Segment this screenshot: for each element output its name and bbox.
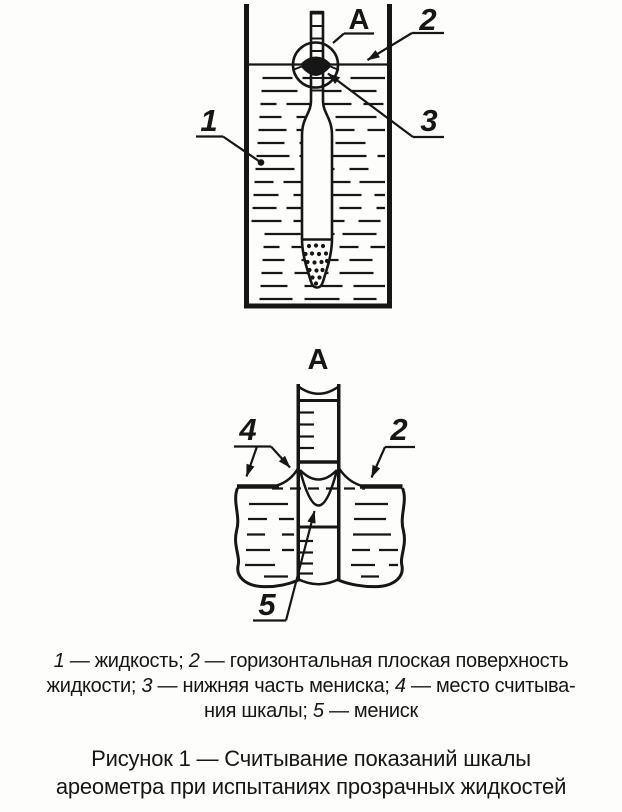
svg-text:1: 1 [200, 103, 217, 138]
detail-view-circle [291, 41, 340, 89]
liquid-hatching-right [351, 502, 398, 578]
stem-scale-ticks [311, 12, 323, 92]
hydrometer-body [300, 10, 334, 289]
callout-5-detail: 5 [253, 510, 316, 622]
svg-text:А: А [349, 4, 370, 36]
callout-2-detail: 2 [370, 412, 415, 478]
meniscus-blob [301, 56, 331, 76]
svg-text:3: 3 [420, 103, 437, 138]
callout-1-top: 1 [196, 103, 265, 166]
liquid-blob-right [338, 487, 406, 589]
caption-line-2: ареометра при испытаниях прозрачных жидк… [55, 774, 567, 799]
callout-3-top: 3 [327, 72, 444, 139]
figure-legend: 1 — жидкость; 2 — горизонтальная плоская… [0, 649, 622, 724]
stem-bottom-break [296, 577, 341, 586]
callout-A-top: А [332, 4, 374, 44]
capillary-wing-left [276, 466, 300, 487]
caption-line-1: Рисунок 1 — Считывание показаний шкалы [91, 746, 531, 771]
liquid-blob-left [234, 487, 299, 589]
stem-top-break [296, 384, 341, 395]
capillary-wing-right [337, 466, 361, 487]
svg-text:5: 5 [258, 587, 276, 622]
svg-text:4: 4 [238, 412, 256, 447]
svg-text:2: 2 [418, 2, 436, 37]
meniscus-upper-arc [299, 469, 338, 481]
liquid-hatching-left [245, 502, 294, 578]
callout-2-top: 2 [366, 2, 444, 61]
detail-scale-ticks-upper [300, 411, 314, 450]
meniscus-lower-arc [298, 469, 339, 507]
ballast-shot-dots [303, 243, 330, 286]
figure-caption: Рисунок 1 — Считывание показаний шкалы а… [0, 745, 622, 801]
stem-fill [300, 384, 338, 582]
detail-view-title: А [308, 344, 329, 376]
legend-line-3: ния шкалы; 5 — мениск [204, 700, 418, 722]
legend-line-2: жидкости; 3 — нижняя часть мениска; 4 — … [46, 675, 576, 697]
svg-text:2: 2 [389, 412, 407, 447]
figure-vessel: А 2 3 1 [196, 2, 444, 309]
figure-hydrometer-diagram: А 2 3 1 А [196, 2, 444, 622]
legend-line-1: 1 — жидкость; 2 — горизонтальная плоская… [53, 650, 569, 672]
figure-detail-view: А [234, 344, 415, 622]
callout-4-detail: 4 [234, 412, 291, 477]
